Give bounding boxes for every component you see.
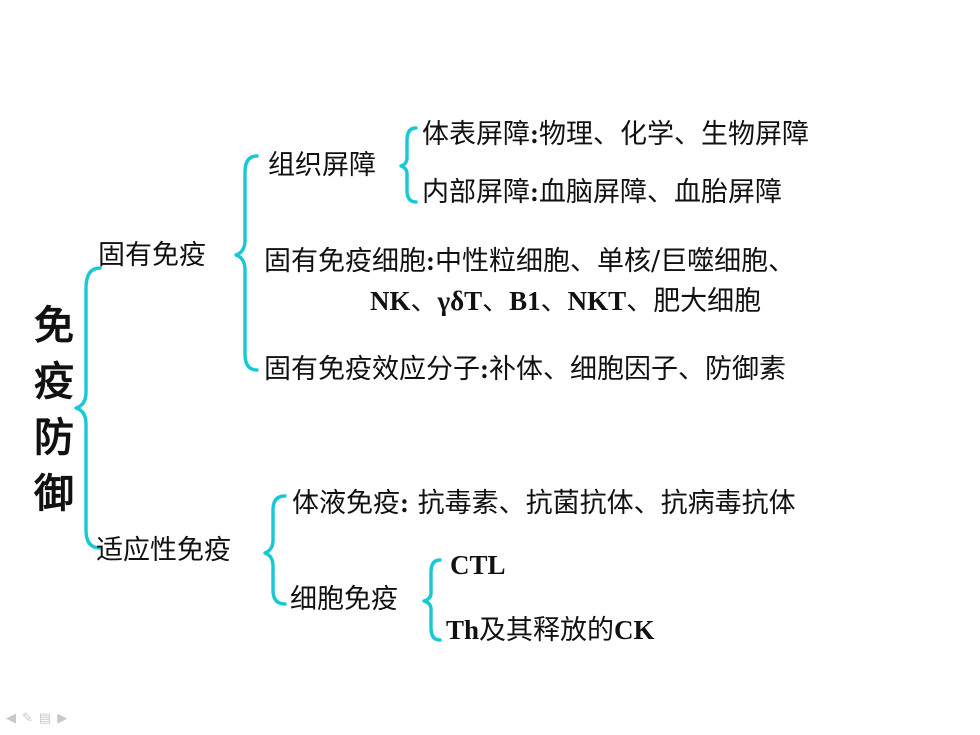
innate-cells-colon: : [426,246,435,276]
root-title-immune-defense: 免 疫 防 御 [30,298,78,522]
b1-cell: B1 [509,286,541,316]
brace-root [74,266,102,550]
innate-immunity-label: 固有免疫 [98,240,206,271]
internal-barrier-items: 血脑屏障、血胎屏障 [539,177,782,208]
cytokine-ck: CK [614,615,655,645]
root-char-2: 疫 [34,359,74,405]
surface-barrier-items: 物理、化学、生物屏障 [539,119,809,150]
th-ck-item: Th及其释放的CK [446,615,655,646]
root-char-3: 防 [34,415,74,461]
innate-cells-items-1: 中性粒细胞、单核/巨噬细胞、 [435,246,796,277]
root-char-4: 御 [34,471,74,517]
sep-3: 、 [540,286,568,317]
nkt-cell: NKT [567,286,627,316]
humoral-colon: : [400,488,409,518]
sep-4: 、 [626,286,654,317]
sep-1: 、 [410,286,438,317]
arrow-left-icon[interactable]: ◀ [6,711,16,726]
tissue-barrier-label: 组织屏障 [268,150,376,181]
brace-innate [234,154,259,372]
cellular-immunity-label: 细胞免疫 [290,584,398,615]
brace-cellular [422,558,442,642]
innate-cells-line-2: NK、γδT、B1、NKT、肥大细胞 [370,286,762,317]
humoral-items: 抗毒素、抗菌抗体、抗病毒抗体 [409,488,796,519]
brace-adaptive [263,494,287,606]
humoral-immunity-line: 体液免疫: 抗毒素、抗菌抗体、抗病毒抗体 [292,488,796,519]
humoral-head: 体液免疫 [292,488,400,519]
sep-2: 、 [482,286,510,317]
arrow-right-icon[interactable]: ▶ [57,711,68,726]
mast-cell: 肥大细胞 [653,286,762,317]
effectors-colon: : [480,354,489,384]
internal-barrier-head: 内部屏障 [422,177,530,208]
surface-barrier-line: 体表屏障:物理、化学、生物屏障 [422,119,809,150]
internal-barrier-colon: : [530,177,539,207]
menu-icon[interactable]: ▤ [38,711,52,726]
effectors-items: 补体、细胞因子、防御素 [489,354,786,385]
nk-cell: NK [370,286,411,316]
effectors-head: 固有免疫效应分子 [264,354,480,385]
surface-barrier-head: 体表屏障 [422,119,530,150]
internal-barrier-line: 内部屏障:血脑屏障、血胎屏障 [422,177,782,208]
gamma-delta-t-cell: γδT [437,286,483,316]
adaptive-immunity-label: 适应性免疫 [96,535,231,566]
slide-nav-controls: ◀ ✎ ▤ ▶ [6,712,67,725]
root-char-1: 免 [34,303,74,349]
ctl-item: CTL [450,550,506,580]
th-cell: Th [446,615,480,645]
surface-barrier-colon: : [530,119,539,149]
brace-tissue-barrier [399,126,418,204]
innate-cells-head: 固有免疫细胞 [264,246,426,277]
innate-effector-molecules-line: 固有免疫效应分子:补体、细胞因子、防御素 [264,354,786,385]
pen-icon[interactable]: ✎ [22,711,33,726]
innate-cells-line-1: 固有免疫细胞:中性粒细胞、单核/巨噬细胞、 [264,246,796,277]
th-release-text: 及其释放的 [479,615,615,646]
